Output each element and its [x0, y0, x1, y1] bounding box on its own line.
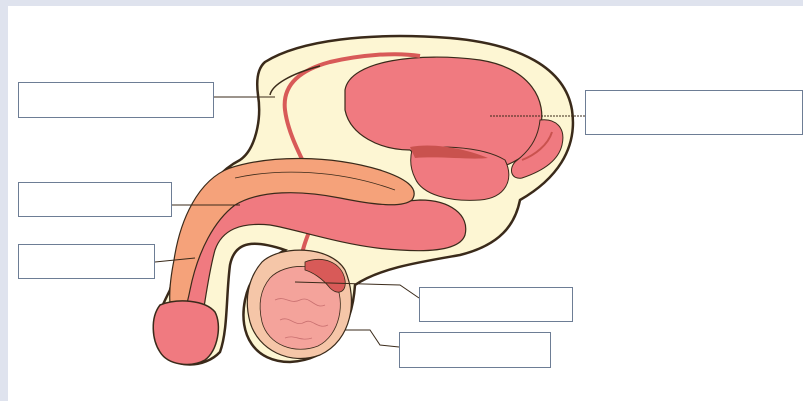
label-box-lower-left[interactable]: [18, 244, 155, 279]
glans: [153, 301, 218, 364]
leader-line-bottom-2: [345, 330, 399, 347]
label-box-upper-left[interactable]: [18, 82, 214, 118]
label-box-mid-left[interactable]: [18, 182, 172, 217]
label-box-bottom-2[interactable]: [399, 332, 551, 368]
label-box-right[interactable]: [585, 90, 803, 135]
label-box-bottom-1[interactable]: [419, 287, 573, 322]
